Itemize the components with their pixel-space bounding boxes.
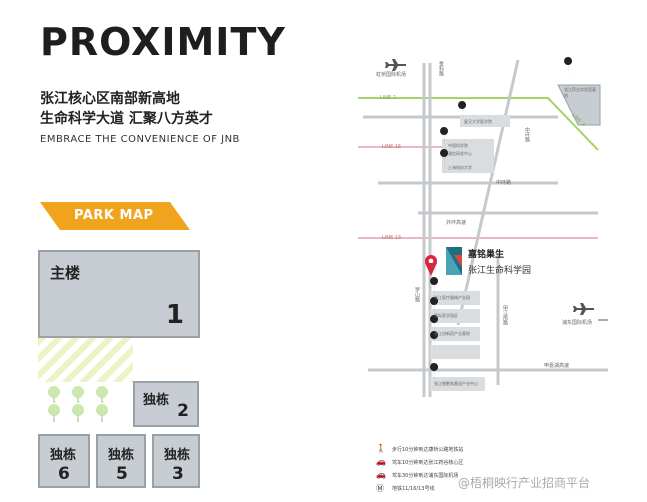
park-map-badge: PARK MAP	[40, 202, 190, 230]
car-icon: 🚗	[376, 457, 386, 466]
building-main[interactable]: 主楼 1	[38, 250, 200, 338]
walk-icon: 🚶	[376, 444, 386, 453]
building-6-label: 独栋	[50, 448, 77, 463]
building-2-number: 2	[177, 401, 189, 421]
subtitle-cn-line2: 生命科学大道 汇聚八方英才	[40, 111, 213, 127]
legend-walk: 步行10分钟到达康桥公路地铁站	[392, 447, 464, 453]
label-fudan: 复旦大学医学院	[464, 119, 492, 124]
brand-subtitle: 张江生命科学园	[468, 266, 532, 276]
label-medical: 张江细胞和基因产业中心	[434, 381, 478, 386]
subtitle-en: EMBRACE THE CONVENIENCE OF JNB	[40, 134, 240, 145]
label-cas-2: 通信研发中心	[448, 151, 472, 156]
label-hongqiao-airport: 虹桥国际机场	[376, 72, 407, 78]
building-3[interactable]: 独栋 3	[152, 434, 200, 488]
building-2-label: 独栋	[143, 393, 170, 408]
label-pudong-airport: 浦东国际机场	[562, 320, 593, 326]
metro-line-2	[358, 97, 599, 151]
brand-logo	[446, 247, 462, 275]
park-map-label: PARK MAP	[74, 208, 154, 223]
poi-pins	[430, 57, 573, 383]
building-5[interactable]: 独栋 5	[96, 434, 146, 488]
landscape-strip	[38, 338, 133, 382]
building-main-label: 主楼	[50, 264, 81, 282]
building-5-number: 5	[116, 464, 128, 484]
label-line-2-left: LINE 2	[380, 95, 396, 101]
label-luoshan-road: 罗山路	[414, 287, 420, 302]
building-3-number: 3	[172, 464, 184, 484]
label-yunhai: 张江创新药产业基地	[434, 331, 470, 336]
label-zhonghuan-road-h: 中环路	[496, 180, 512, 186]
label-cas-1: 中国科学院	[448, 143, 468, 148]
building-2[interactable]: 独栋 2	[133, 381, 199, 427]
building-6-number: 6	[58, 464, 70, 484]
legend-metro: 地铁11/16/13号线	[392, 486, 435, 492]
airplane-icons	[385, 59, 594, 315]
map-roads	[358, 57, 608, 397]
watermark: @梧桐映行产业招商平台	[458, 476, 591, 490]
label-shenjiahu-highway: 申嘉湖高速	[544, 363, 570, 369]
building-5-label: 独栋	[108, 448, 135, 463]
label-waihuan-highway: 外环高速	[446, 220, 467, 226]
legend-car-2: 驾车30分钟到达浦东国际机场	[392, 473, 459, 479]
brand-name: 嘉铭巢生	[468, 250, 505, 260]
subtitle-cn-line1: 张江核心区南部新高地	[40, 91, 180, 107]
building-3-label: 独栋	[164, 448, 191, 463]
park-map-badge-shape	[40, 202, 190, 230]
label-jinke-road: 金科路	[438, 61, 444, 76]
page-title: PROXIMITY	[40, 20, 286, 64]
label-line-16: LINE 16	[382, 144, 402, 150]
car-icon-2: 🚗	[376, 470, 386, 479]
zhangjiang-lab-area	[557, 84, 601, 126]
label-line-13: LINE 13	[382, 235, 402, 241]
building-main-number: 1	[165, 300, 184, 330]
building-6[interactable]: 独栋 6	[38, 434, 90, 488]
location-map: 虹桥国际机场 浦东国际机场 金科路 中环路 中环路 外环高速 罗山路 申江南路 …	[358, 55, 626, 397]
legend-car-1: 驾车10分钟到达张江药谷核心区	[392, 460, 464, 466]
label-shenjiang-road: 申江南路	[502, 305, 508, 325]
label-biyuan: 张江医疗器械产业园	[434, 295, 470, 300]
label-zhangjiang-lab: 张江药谷实验室基地	[564, 87, 596, 98]
label-bixue: 国际医学园区	[434, 313, 458, 318]
travel-legend: 🚶 步行10分钟到达康桥公路地铁站 🚗 驾车10分钟到达张江药谷核心区 🚗 驾车…	[376, 444, 576, 498]
label-shanghaitech: 上海科技大学	[448, 165, 472, 170]
tree-icon-group	[48, 386, 108, 422]
metro-icon: Ⓜ	[376, 484, 384, 493]
project-pin	[425, 255, 437, 276]
tree-grove	[42, 384, 132, 430]
label-zhonghuan-road-v: 中环路	[524, 127, 530, 142]
